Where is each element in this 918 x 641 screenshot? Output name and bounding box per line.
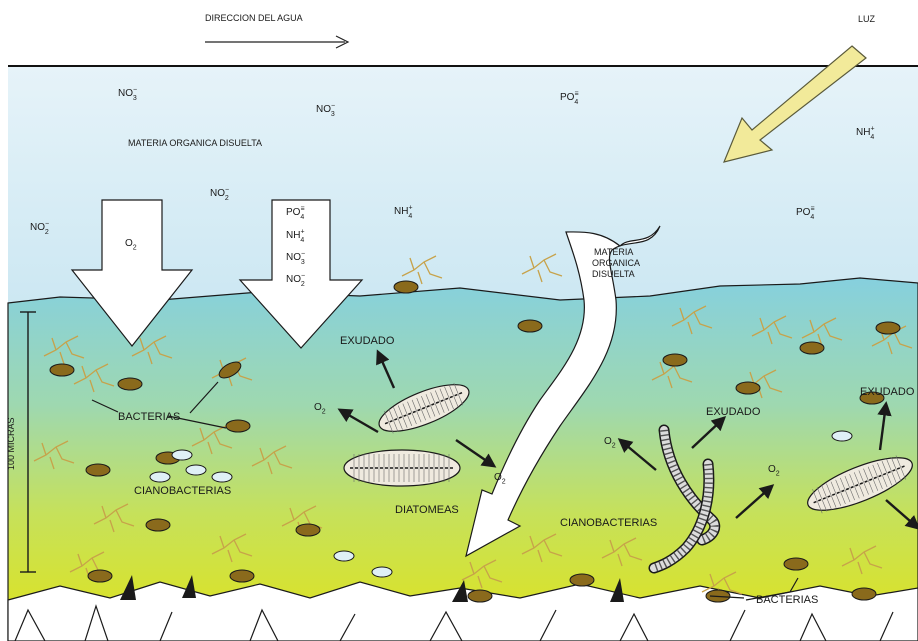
bacterium <box>570 574 594 586</box>
stream-label-line-3: DISUELTA <box>592 269 635 279</box>
bacterium <box>50 364 74 376</box>
cyanobacterium-cell <box>212 472 232 482</box>
bacterium <box>800 342 824 354</box>
water-direction-label: DIRECCION DEL AGUA <box>205 13 303 23</box>
bacterium <box>736 382 760 394</box>
bacterium <box>86 464 110 476</box>
bacteria-label-right: BACTERIAS <box>756 594 818 606</box>
bacterium <box>876 322 900 334</box>
dissolved-matter-label: MATERIA ORGANICA DISUELTA <box>128 138 262 148</box>
scale-label: 100 MICRAS <box>6 417 16 470</box>
exudate-label-2: EXUDADO <box>706 406 761 418</box>
cyanobacterium-cell <box>150 472 170 482</box>
cyanobacteria-label-right: CIANOBACTERIAS <box>560 517 657 529</box>
bacterium <box>230 570 254 582</box>
bacterium <box>118 378 142 390</box>
light-label: LUZ <box>858 14 876 24</box>
bacteria-label-left: BACTERIAS <box>118 411 180 423</box>
diatoms-label: DIATOMEAS <box>395 504 459 516</box>
cyanobacterium-cell <box>372 567 392 577</box>
stream-label-line-1: MATERIA <box>594 247 633 257</box>
cyanobacterium-cell <box>832 431 852 441</box>
bacterium <box>296 524 320 536</box>
bacterium <box>663 354 687 366</box>
exudate-label-1: EXUDADO <box>340 335 395 347</box>
bacterium <box>226 420 250 432</box>
bacterium <box>394 281 418 293</box>
exudate-label-3: EXUDADO <box>860 386 915 398</box>
diatom <box>344 450 460 486</box>
bacterium <box>146 519 170 531</box>
water-direction-arrow <box>205 36 348 48</box>
bacterium <box>468 590 492 602</box>
bacterium <box>784 558 808 570</box>
cyanobacterium-cell <box>172 450 192 460</box>
cyanobacterium-cell <box>186 465 206 475</box>
bacterium <box>88 570 112 582</box>
cyanobacterium-cell <box>334 551 354 561</box>
bacterium <box>518 320 542 332</box>
stream-label-line-2: ORGANICA <box>592 258 640 268</box>
bacterium <box>852 588 876 600</box>
cyanobacteria-label-left: CIANOBACTERIAS <box>134 485 231 497</box>
